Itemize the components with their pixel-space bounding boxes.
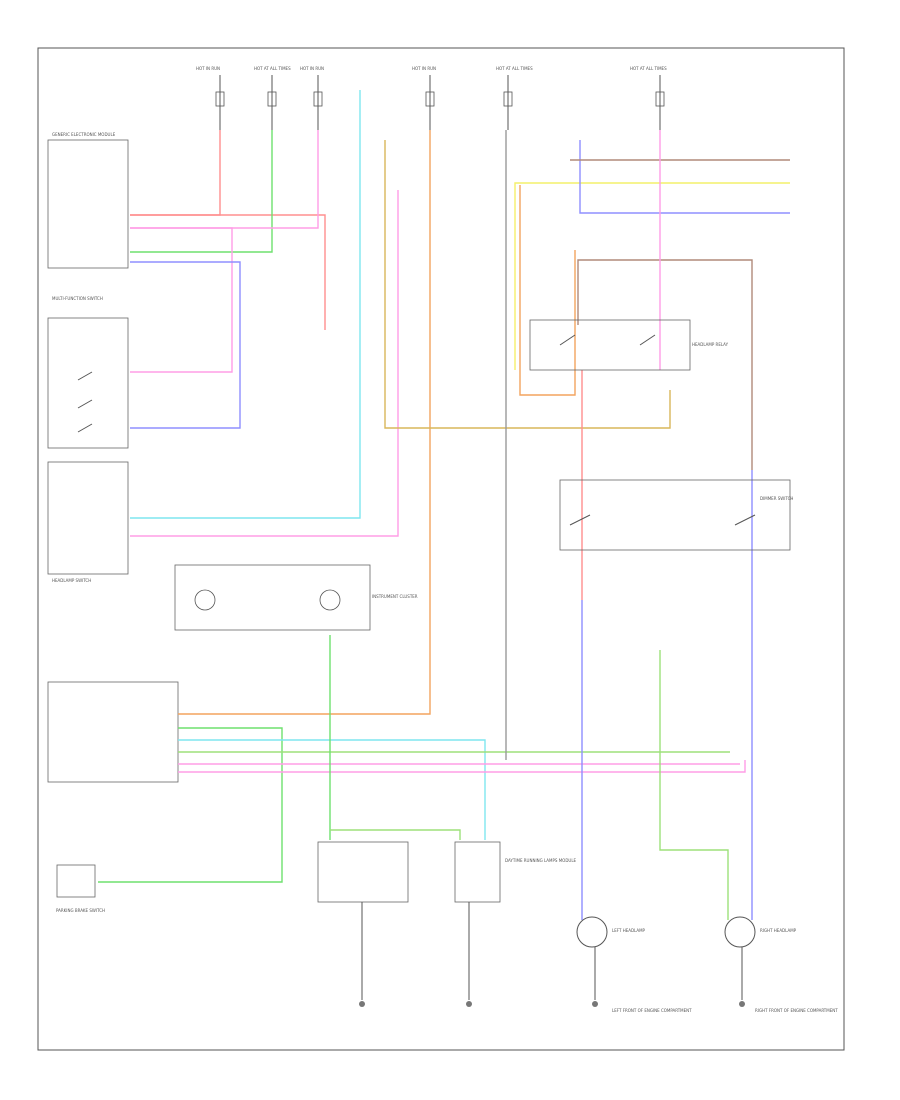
wire-green-2 [98, 727, 283, 883]
wire-pink-5 [178, 760, 746, 773]
wire-brown-2 [577, 259, 753, 470]
wire-lightgreen-2 [659, 650, 729, 920]
drl-module-box [317, 841, 409, 903]
rh-ground-label: RIGHT FRONT OF ENGINE COMPARTMENT [755, 1008, 838, 1013]
mlps-label: MULTI-FUNCTION SWITCH [52, 296, 103, 301]
wire-red-1 [130, 130, 221, 216]
fuse-5-label: HOT AT ALL TIMES [496, 66, 533, 71]
wire-cyan-2 [178, 739, 486, 840]
top-fuses: HOT IN RUN HOT AT ALL TIMES HOT IN RUN H… [196, 66, 667, 130]
generic-electronic-module-box [47, 139, 129, 269]
fuse-2-label: HOT AT ALL TIMES [254, 66, 291, 71]
wire-pink-1 [130, 130, 319, 229]
right-headlamp-icon [724, 916, 756, 948]
bottom-components: DAYTIME RUNNING LAMPS MODULE PARKING BRA… [56, 841, 838, 1013]
lamp-2-icon [319, 589, 341, 611]
wire-lightgreen-1 [330, 829, 461, 840]
wire-blue-2 [579, 140, 790, 214]
cluster-box [174, 564, 371, 631]
diagram-frame [37, 47, 845, 1051]
fuse-5: HOT AT ALL TIMES [496, 66, 533, 130]
wire-cyan-1 [130, 90, 361, 519]
parking-brake-switch [56, 864, 96, 898]
instrument-cluster: INSTRUMENT CLUSTER [174, 564, 418, 631]
lamp-1-icon [194, 589, 216, 611]
left-headlamp-icon [576, 916, 608, 948]
headlamp-relay-box [529, 319, 691, 371]
fuse-3-label: HOT IN RUN [300, 66, 324, 71]
wire-orange-2 [519, 185, 576, 396]
fuse-4: HOT IN RUN [412, 66, 436, 130]
multifunction-switch-box [47, 317, 129, 449]
gem-label: GENERIC ELECTRONIC MODULE [52, 132, 116, 137]
fuse-1: HOT IN RUN [196, 66, 225, 130]
wire-red-2 [130, 214, 326, 330]
left-modules: GENERIC ELECTRONIC MODULE MULTI-FUNCTION… [47, 132, 179, 783]
relay-label: HEADLAMP RELAY [692, 342, 729, 347]
fuse-2: HOT AT ALL TIMES [254, 66, 291, 130]
wire-pink-2 [130, 227, 233, 373]
wire-blue-1 [130, 261, 241, 429]
instrument-cluster-box [47, 681, 179, 783]
wire-yellow-1 [514, 182, 790, 370]
fuse-4-label: HOT IN RUN [412, 66, 436, 71]
wire-tan-1 [384, 140, 671, 429]
fuse-1-label: HOT IN RUN [196, 66, 220, 71]
instrument-label: INSTRUMENT CLUSTER [372, 594, 418, 599]
rh-lamp-label: RIGHT HEADLAMP [760, 928, 797, 933]
fuse-6-label: HOT AT ALL TIMES [630, 66, 667, 71]
fuse-3: HOT IN RUN [300, 66, 324, 130]
daytime-relay-box [454, 841, 501, 903]
wire-green-1 [130, 130, 273, 253]
wire-pink-3 [130, 190, 399, 537]
lh-lamp-label: LEFT HEADLAMP [612, 928, 646, 933]
wire-orange-1 [178, 130, 431, 715]
headlamp-switch-box [47, 461, 129, 575]
dimmer-label: DIMMER SWITCH [760, 496, 793, 501]
wires [98, 90, 790, 920]
park-brake-label: PARKING BRAKE SWITCH [56, 908, 105, 913]
relay-region: HEADLAMP RELAY DIMMER SWITCH [529, 319, 793, 551]
fuse-6: HOT AT ALL TIMES [630, 66, 667, 130]
hl-label: HEADLAMP SWITCH [52, 578, 91, 583]
drl-label: DAYTIME RUNNING LAMPS MODULE [505, 858, 577, 863]
dimmer-switch-box [559, 479, 791, 551]
lh-ground-label: LEFT FRONT OF ENGINE COMPARTMENT [612, 1008, 692, 1013]
